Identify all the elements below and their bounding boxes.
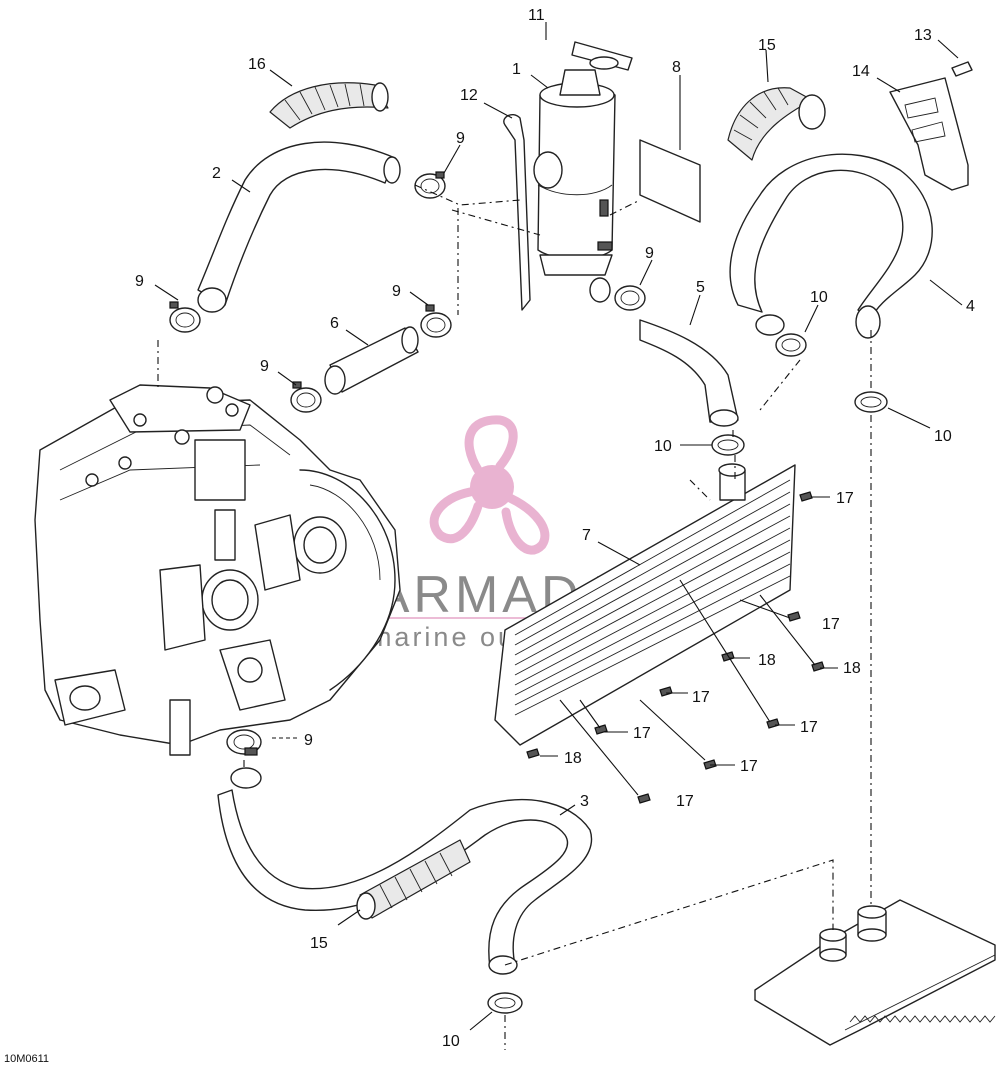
callout-8: 8 [672,59,681,76]
clamp-9-canister [614,285,646,311]
corrugated-hose-15-top [727,87,826,161]
canister-1 [533,69,616,303]
callout-15-bottom: 15 [310,935,328,952]
callout-15-top: 15 [758,37,776,54]
callout-10-upper: 10 [810,289,828,306]
base-plate [754,899,996,1046]
callout-7: 7 [582,527,591,544]
callout-11: 11 [528,7,545,24]
callout-2: 2 [212,165,221,182]
callout-17-g: 17 [676,793,694,810]
callout-17-b: 17 [822,616,840,633]
callout-9-mid: 9 [392,283,401,300]
callout-9-bottom: 9 [304,732,313,749]
ring-10-mid [711,434,745,456]
callout-10-bottom: 10 [442,1033,460,1050]
callout-17-a: 17 [836,490,854,507]
hose-2 [197,141,401,313]
callout-9-lower: 9 [260,358,269,375]
callout-18-c: 18 [564,750,582,767]
bolt-13 [951,61,973,77]
callout-3: 3 [580,793,589,810]
clamp-9-lower [290,381,322,413]
assembly-dash-lines [157,184,872,1050]
callout-17-e: 17 [740,758,758,775]
clamp-9-left [169,301,201,333]
plate-8 [639,139,701,223]
ring-10-bottom [487,992,523,1014]
corrugated-hose-16 [269,82,389,129]
clamp-9-bottom [226,729,262,756]
callout-13: 13 [914,27,932,44]
fitting-right [857,905,887,942]
ring-10-upper-right [775,333,807,357]
bracket-14 [889,77,969,191]
leader-lines [154,22,963,1031]
cap-11 [571,41,633,71]
hose-4 [729,153,933,339]
callout-17-f: 17 [800,719,818,736]
fitting-left [819,928,847,962]
callout-14: 14 [852,63,870,80]
callout-6: 6 [330,315,339,332]
callout-9-canister: 9 [645,245,654,262]
callout-18-b: 18 [843,660,861,677]
diagram-code: 10M0611 [4,1053,49,1065]
ring-10-right [854,391,888,413]
callout-5: 5 [696,279,705,296]
clamp-9-mid [420,304,452,338]
callout-18-a: 18 [758,652,776,669]
watermark-logo [429,415,550,555]
vent-tube-12 [503,114,531,311]
callout-10-right: 10 [934,428,952,445]
hose-6 [324,326,419,395]
callout-labels: 1 2 3 4 5 6 7 8 9 9 9 9 9 9 10 10 10 10 … [135,7,975,1050]
clamp-9-top [414,171,446,199]
callout-17-d: 17 [633,725,651,742]
callout-17-c: 17 [692,689,710,706]
callout-16: 16 [248,56,266,73]
hose-5 [639,319,739,427]
engine-block [34,384,401,756]
callout-10-mid: 10 [654,438,672,455]
corrugated-hose-15-bottom [356,839,471,920]
callout-12: 12 [460,87,478,104]
callout-9-top: 9 [456,130,465,147]
callout-4: 4 [966,298,975,315]
callout-9-left: 9 [135,273,144,290]
callout-1: 1 [512,61,521,78]
cooler-7 [494,463,796,746]
